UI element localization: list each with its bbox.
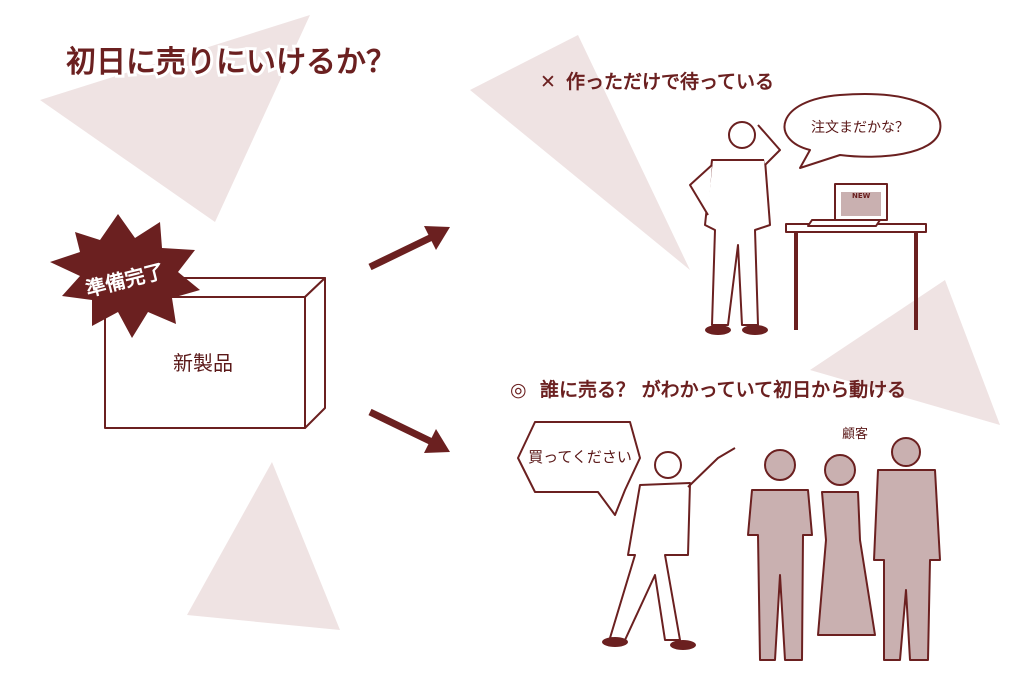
background-triangle	[470, 35, 690, 270]
good-case-mark: ◎	[510, 379, 527, 401]
svg-text:注文まだかな？: 注文まだかな？	[811, 120, 909, 136]
product-box: 新製品	[104, 277, 326, 429]
arrow-down-right-icon	[368, 408, 450, 453]
speech-bubble-waiting: 注文まだかな？	[783, 93, 942, 169]
speech-bubble-sales: 買ってください	[517, 421, 641, 516]
customers	[747, 437, 941, 661]
bad-case-mark: ✕	[540, 71, 556, 93]
customers-label: 顧客	[842, 426, 868, 442]
salesperson	[602, 447, 736, 650]
background-triangle	[187, 462, 340, 630]
background-triangle	[40, 15, 310, 222]
laptop-screen-label: NEW	[852, 192, 871, 200]
page-title: 初日に売りにいけるか？	[66, 45, 396, 80]
arrow-up-right-icon	[368, 226, 450, 271]
desk-with-laptop: NEW	[785, 183, 927, 330]
ready-badge: 準備完了	[50, 214, 200, 338]
good-case-label: 誰に売る？ がわかっていて初日から動ける	[540, 378, 906, 401]
product-label: 新製品	[173, 351, 233, 375]
svg-text:買ってください: 買ってください	[528, 448, 632, 466]
background-triangle	[810, 280, 1000, 425]
waiting-man	[689, 121, 781, 335]
bad-case-label: 作っただけで待っている	[566, 70, 774, 93]
